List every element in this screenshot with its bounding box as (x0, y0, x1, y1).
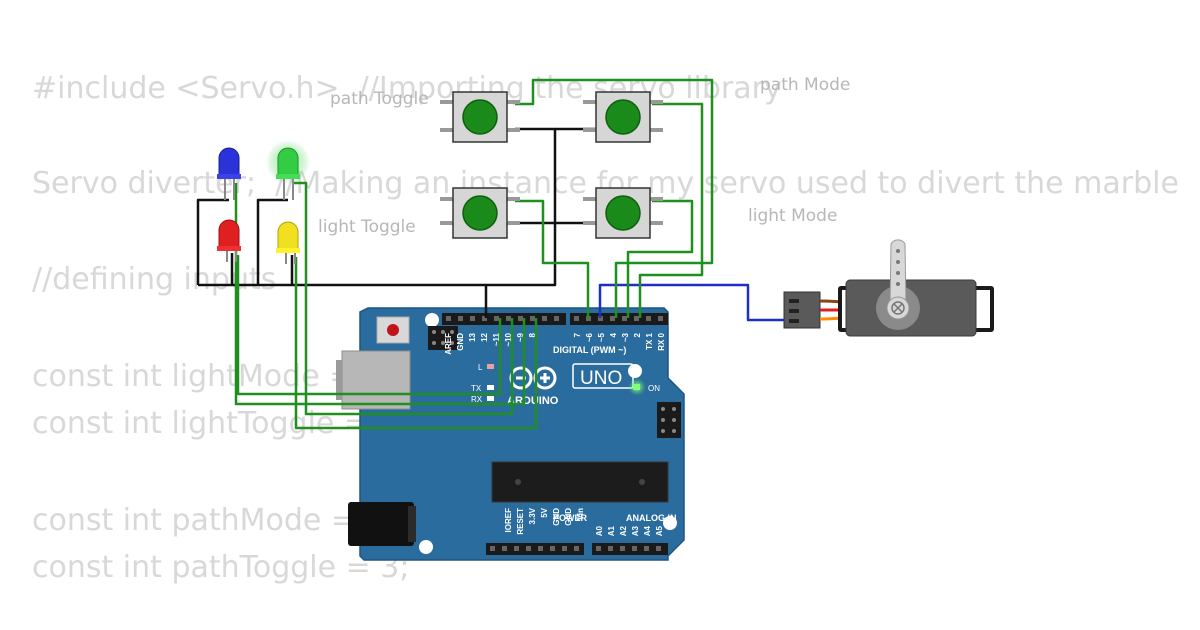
mounting-hole (663, 516, 677, 530)
label-light-toggle: light Toggle (318, 217, 416, 237)
servo-motor[interactable] (783, 239, 994, 337)
power-label: POWER (553, 513, 588, 523)
power-jack (348, 502, 414, 546)
pin-label-rx: RX 0 (657, 332, 666, 350)
pin-label-5v: 5V (540, 507, 549, 517)
pin-label-a3: A3 (631, 525, 640, 536)
pin-label-4: 4 (609, 332, 618, 337)
mounting-hole (425, 313, 439, 327)
pin-label-7: 7 (573, 332, 582, 337)
arduino-uno-board[interactable]: AREF GND 13 12 ~11 ~10 ~9 8 7 ~6 ~5 4 ~3… (336, 307, 685, 561)
uno-model: UNO (580, 368, 622, 389)
usb-port (341, 350, 411, 410)
pin-label-gnd3: GND (564, 508, 573, 526)
pin-label-vin: Vin (576, 508, 585, 520)
power-header (486, 543, 584, 555)
ground-wires (196, 127, 597, 318)
analog-label: ANALOG IN (626, 513, 677, 523)
button-path-mode[interactable] (583, 91, 663, 143)
pin-label-3: ~3 (621, 332, 630, 342)
led-green[interactable] (266, 140, 310, 200)
pin-label-a2: A2 (619, 525, 628, 536)
button-path-toggle[interactable] (440, 91, 520, 143)
pin-label-8: 8 (528, 332, 537, 337)
pin-label-reset: RESET (516, 508, 525, 535)
pin-label-a0: A0 (595, 525, 604, 536)
pin-label-12: 12 (480, 332, 489, 341)
rx-led (487, 396, 494, 401)
button-signal-wires (515, 78, 714, 318)
l-label: L (478, 363, 483, 372)
pin-label-6: ~6 (585, 332, 594, 342)
pin-label-ioref: IOREF (504, 508, 513, 533)
label-light-mode: light Mode (748, 206, 838, 226)
mounting-hole (628, 364, 642, 378)
tx-led (487, 385, 494, 390)
pin-label-gnd: GND (456, 333, 465, 351)
led-red[interactable] (217, 219, 241, 262)
pin-label-2: 2 (633, 332, 642, 337)
button-light-toggle[interactable] (440, 187, 520, 239)
l-led (487, 364, 494, 369)
rx-label: RX (471, 395, 483, 404)
icsp-header (428, 326, 458, 350)
pin-label-a1: A1 (607, 525, 616, 536)
pin-label-gnd2: GND (552, 508, 561, 526)
led-yellow[interactable] (276, 221, 300, 264)
button-light-mode[interactable] (583, 187, 663, 239)
pin-label-10: ~10 (504, 332, 513, 346)
label-path-toggle: path Toggle (330, 89, 429, 109)
servo-signal-wire (598, 283, 786, 322)
power-led (633, 384, 640, 390)
pin-label-11: ~11 (492, 332, 501, 346)
pin-label-13: 13 (468, 332, 477, 341)
led-blue[interactable] (217, 147, 241, 200)
icsp-header-2 (657, 402, 681, 438)
pin-label-5: ~5 (597, 332, 606, 342)
digital-label: DIGITAL (PWM ~) (553, 345, 626, 355)
tx-label: TX (471, 384, 482, 393)
pin-label-3v3: 3.3V (528, 507, 537, 524)
digital-header-right (570, 313, 668, 325)
code-line-path-mode: const int pathMode = 2; (32, 503, 395, 538)
led-signal-wires (234, 181, 538, 430)
label-path-mode: path Mode (760, 75, 851, 95)
on-label: ON (648, 384, 660, 393)
pin-label-a5: A5 (655, 525, 664, 536)
pin-label-aref: AREF (444, 333, 453, 355)
pin-label-tx: TX 1 (645, 332, 654, 349)
atmega-chip (491, 461, 669, 503)
wires (196, 78, 786, 430)
digital-header-left (442, 313, 566, 325)
mounting-hole (419, 540, 433, 554)
pin-label-a4: A4 (643, 525, 652, 536)
pin-label-9: ~9 (516, 332, 525, 342)
analog-header (592, 543, 668, 555)
reset-button[interactable] (376, 316, 410, 344)
